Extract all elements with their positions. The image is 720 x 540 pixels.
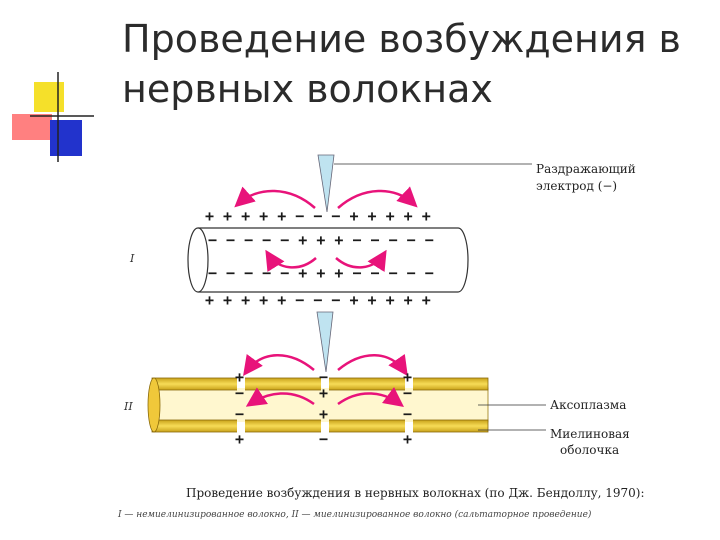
node-sign: + <box>235 430 244 448</box>
electrode-label-line-2: электрод (−) <box>536 179 617 193</box>
node-sign: + <box>319 405 328 423</box>
slide-title: Проведение возбуждения в нервных волокна… <box>122 14 712 114</box>
node-sign: − <box>319 430 328 448</box>
slide-decoration <box>12 72 94 162</box>
current-arrow <box>337 353 408 377</box>
diagram-subcaption: I — немиелинизированное волокно, II — ми… <box>117 509 592 520</box>
node-sign: + <box>403 368 412 386</box>
fiber-1-inner-top-signs: − − − − − + + + − − − − − <box>208 231 434 249</box>
current-arrow <box>337 186 418 209</box>
unmyelinated-fiber <box>198 227 469 293</box>
node-sign: − <box>319 368 328 386</box>
electrode-label-line-1: Раздражающий <box>536 162 636 176</box>
fiber-2-end <box>147 377 161 433</box>
diagram-caption: Проведение возбуждения в нервных волокна… <box>186 486 645 500</box>
fiber-1-inner-bottom-signs: − − − − − + + + − − − − − <box>208 264 434 282</box>
current-arrow <box>335 249 387 273</box>
fiber-1-label: I <box>129 252 135 265</box>
node-sign: + <box>319 384 328 402</box>
node-sign: − <box>403 405 412 423</box>
axoplasm-label: Аксоплазма <box>550 398 626 412</box>
current-arrow <box>243 353 315 377</box>
slide-title-line-2: нервных волокнах <box>122 67 493 111</box>
node-sign: + <box>403 430 412 448</box>
node-sign: − <box>403 384 412 402</box>
fiber-1-outer-top-signs: + + + + + − − − + + + + + <box>205 207 431 225</box>
node-sign: − <box>235 384 244 402</box>
axon-core <box>151 387 489 423</box>
current-arrow <box>265 249 317 273</box>
current-arrow <box>337 387 405 407</box>
fiber-2-label: II <box>123 400 133 413</box>
myelin-label-line-2: оболочка <box>560 443 619 457</box>
myelin-label-line-1: Миелиновая <box>550 427 630 441</box>
slide-title-line-1: Проведение возбуждения в <box>122 17 681 61</box>
fiber-1-outer-bottom-signs: + + + + + − − − + + + + + <box>205 291 431 309</box>
node-sign: + <box>235 368 244 386</box>
current-arrow <box>245 387 315 407</box>
electrode-icon-1 <box>317 154 335 213</box>
node-sign: − <box>235 405 244 423</box>
current-arrow <box>234 186 316 209</box>
electrode-icon-2 <box>316 311 334 373</box>
